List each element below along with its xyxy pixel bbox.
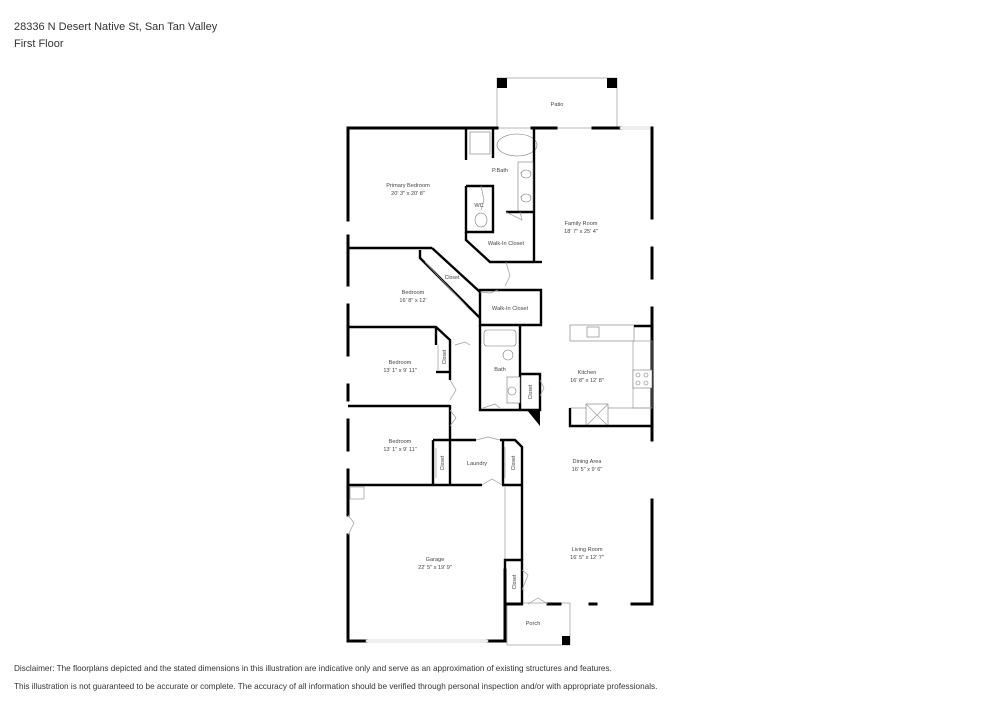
room-label-kitchen: Kitchen [578, 370, 597, 376]
disclaimer-line-2: This illustration is not guaranteed to b… [14, 682, 658, 691]
room-label-garage: Garage [426, 557, 445, 563]
room-label-closet-bath: Closet [528, 384, 534, 399]
room-dims-dining-area: 16' 5" x 9' 6" [572, 467, 603, 473]
room-label-family-room: Family Room [565, 221, 598, 227]
room-label-walk-in-closet-1: Walk-In Closet [488, 241, 525, 247]
room-label-bedroom-4: Bedroom [389, 439, 412, 445]
room-label-bath: Bath [494, 367, 506, 373]
room-label-pbath: P.Bath [492, 168, 508, 174]
room-label-wc: WC [474, 203, 483, 209]
door-swings [347, 185, 549, 605]
room-label-laundry: Laundry [467, 461, 487, 467]
room-dims-bedroom-3: 13' 1" x 9' 11" [383, 368, 416, 374]
room-label-closet-bedroom-4: Closet [440, 455, 446, 470]
disclaimer-line-1: Disclaimer: The floorplans depicted and … [14, 664, 612, 673]
room-label-closet-garage: Closet [512, 574, 518, 589]
room-dims-family-room: 18' 7" x 25' 4" [564, 229, 598, 235]
room-label-closet-diagonal: Closet [445, 275, 460, 281]
porch [506, 602, 571, 646]
room-dims-living-room: 16' 5" x 12' 7" [570, 555, 604, 561]
room-label-closet-bedroom-3: Closet [442, 349, 448, 364]
room-dims-primary-bedroom: 20' 3" x 20' 8" [391, 191, 425, 197]
room-dims-bedroom-4: 13' 1" x 9' 11" [383, 447, 416, 453]
room-label-living-room: Living Room [571, 547, 602, 553]
room-dims-kitchen: 16' 8" x 12' 8" [570, 378, 604, 384]
room-label-closet-laundry: Closet [511, 455, 517, 470]
interior-walls [348, 128, 543, 606]
room-label-bedroom-2: Bedroom [402, 290, 425, 296]
exterior-walls [346, 126, 654, 643]
room-label-dining-area: Dining Area [573, 459, 603, 465]
room-label-patio: Patio [551, 102, 564, 108]
room-label-bedroom-3: Bedroom [389, 360, 412, 366]
room-label-porch: Porch [526, 621, 541, 627]
room-label-primary-bedroom: Primary Bedroom [386, 183, 430, 189]
room-dims-garage: 22' 5" x 19' 9" [418, 565, 452, 571]
kitchen-fixtures [568, 324, 653, 428]
property-address: 28336 N Desert Native St, San Tan Valley [14, 21, 218, 33]
room-label-walk-in-closet-2: Walk-In Closet [492, 306, 529, 312]
floor-label: First Floor [14, 38, 64, 50]
room-dims-bedroom-2: 16' 8" x 12' [399, 298, 426, 304]
